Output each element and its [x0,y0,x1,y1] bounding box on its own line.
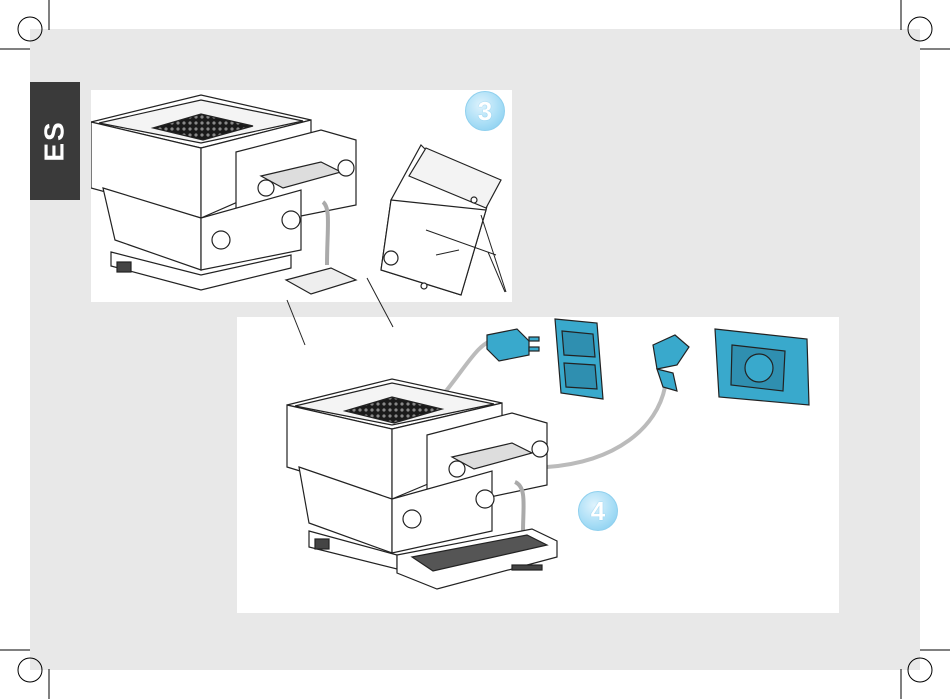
step-3-number: 3 [478,96,492,127]
step-4-panel [237,317,839,613]
language-label: ES [39,120,71,161]
language-tab: ES [30,82,80,200]
step-3-badge: 3 [465,91,505,131]
step-4-badge: 4 [578,491,618,531]
coffee-machine-illustration [237,317,839,613]
coffee-machine-illustration [91,90,512,302]
step-3-panel [91,90,512,302]
step-4-number: 4 [591,496,605,527]
